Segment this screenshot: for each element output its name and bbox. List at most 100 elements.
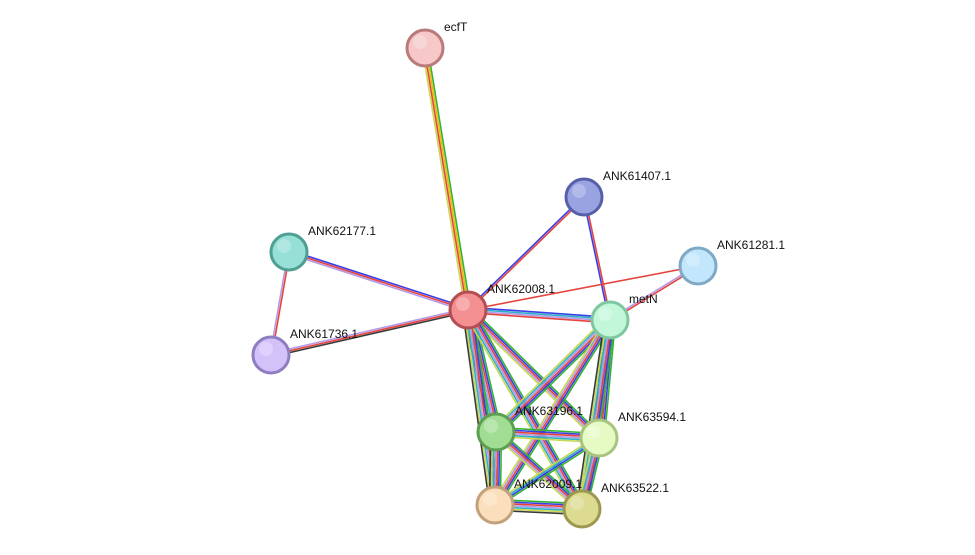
edge-evidence-line — [421, 48, 467, 311]
node-circle[interactable] — [579, 418, 619, 458]
node-label-ank63196-1: ANK63196.1 — [515, 404, 583, 418]
edge-evidence-line — [468, 306, 611, 319]
edge-evidence-line — [465, 310, 495, 506]
edge-evidence-line — [495, 320, 613, 507]
edge-ank62008-1-ank63594-1[interactable] — [464, 306, 603, 442]
node-circle[interactable] — [251, 335, 291, 375]
edge-evidence-line — [495, 438, 600, 507]
node-circle[interactable] — [564, 177, 604, 217]
node-label-metn: metN — [629, 292, 658, 306]
node-circle[interactable] — [269, 232, 309, 272]
edge-ank61736-1-ank62008-1[interactable] — [270, 307, 469, 358]
node-circle[interactable] — [448, 290, 488, 330]
node-circle[interactable] — [562, 489, 602, 529]
edge-evidence-line — [463, 310, 493, 506]
edge-evidence-line — [492, 316, 608, 430]
node-highlight — [483, 492, 497, 506]
node-highlight — [484, 419, 498, 433]
node-label-ank61407-1: ANK61407.1 — [603, 169, 671, 183]
edge-evidence-line — [288, 252, 468, 313]
node-ank63522-1[interactable] — [562, 489, 602, 529]
edge-evidence-line — [288, 251, 469, 311]
node-label-ank61281-1: ANK61281.1 — [717, 238, 785, 252]
edge-ank62177-1-ank62008-1[interactable] — [288, 249, 469, 313]
edge-ank63594-1-ank62009-1[interactable] — [493, 435, 601, 508]
edges-layer — [269, 47, 699, 516]
node-ank61281-1[interactable] — [678, 246, 718, 286]
node-highlight — [572, 184, 586, 198]
node-ank62008-1[interactable] — [448, 290, 488, 330]
edge-evidence-line — [584, 196, 612, 320]
edge-evidence-line — [425, 47, 470, 310]
edge-ecft-ank62008-1[interactable] — [421, 47, 472, 311]
edge-evidence-line — [271, 310, 469, 358]
edge-evidence-line — [493, 434, 581, 513]
edge-evidence-line — [494, 436, 599, 505]
edge-evidence-line — [466, 195, 584, 310]
edge-ank61281-1-ank62008-1[interactable] — [467, 265, 699, 311]
edge-evidence-line — [461, 310, 491, 506]
node-ank62009-1[interactable] — [475, 485, 515, 525]
node-highlight — [456, 297, 470, 311]
edge-evidence-line — [496, 439, 601, 508]
edge-evidence-line — [423, 48, 468, 311]
edge-evidence-line — [464, 310, 581, 511]
node-highlight — [587, 425, 601, 439]
edge-ank61407-1-metn[interactable] — [582, 196, 612, 321]
node-ank63196-1[interactable] — [476, 412, 516, 452]
edge-evidence-line — [497, 321, 614, 508]
node-highlight — [259, 342, 273, 356]
nodes-layer — [251, 28, 718, 529]
node-ank62177-1[interactable] — [269, 232, 309, 272]
node-highlight — [598, 307, 612, 321]
edge-evidence-line — [468, 197, 586, 312]
edge-evidence-line — [467, 310, 610, 322]
edge-evidence-line — [497, 428, 585, 507]
node-label-ank62177-1: ANK62177.1 — [308, 224, 376, 238]
edge-metn-ank62009-1[interactable] — [491, 317, 614, 508]
edge-evidence-line — [577, 319, 608, 509]
edge-evidence-line — [270, 309, 469, 356]
node-highlight — [686, 253, 700, 267]
node-ank63594-1[interactable] — [579, 418, 619, 458]
edge-evidence-line — [582, 197, 610, 321]
edge-evidence-line — [493, 317, 609, 431]
edge-evidence-line — [491, 317, 608, 504]
edge-evidence-line — [492, 318, 610, 505]
edge-evidence-line — [468, 308, 611, 320]
edge-evidence-line — [494, 319, 611, 506]
node-label-ank61736-1: ANK61736.1 — [290, 327, 358, 341]
edge-evidence-line — [289, 249, 469, 310]
node-label-ank63594-1: ANK63594.1 — [618, 410, 686, 424]
edge-evidence-line — [467, 309, 600, 439]
node-label-ank62009-1: ANK62009.1 — [514, 477, 582, 491]
edge-evidence-line — [467, 265, 699, 311]
edge-evidence-line — [468, 308, 601, 438]
edge-evidence-line — [270, 307, 468, 355]
node-label-ecft: ecfT — [444, 20, 468, 34]
node-circle[interactable] — [678, 246, 718, 286]
edge-evidence-line — [426, 47, 472, 310]
edge-evidence-line — [467, 311, 610, 324]
node-label-ank62008-1: ANK62008.1 — [487, 282, 555, 296]
edge-ank62008-1-metn[interactable] — [467, 306, 611, 324]
edge-evidence-line — [469, 306, 603, 436]
node-circle[interactable] — [405, 28, 445, 68]
node-ank61407-1[interactable] — [564, 177, 604, 217]
node-metn[interactable] — [590, 300, 630, 340]
edge-evidence-line — [575, 319, 606, 509]
node-circle[interactable] — [590, 300, 630, 340]
edge-evidence-line — [496, 320, 612, 434]
node-circle[interactable] — [475, 485, 515, 525]
node-highlight — [570, 496, 584, 510]
edge-evidence-line — [466, 310, 599, 440]
node-ecft[interactable] — [405, 28, 445, 68]
node-ank61736-1[interactable] — [251, 335, 291, 375]
node-circle[interactable] — [476, 412, 516, 452]
edge-evidence-line — [603, 320, 617, 439]
edge-ank61407-1-ank62008-1[interactable] — [466, 195, 586, 312]
edge-evidence-line — [471, 307, 587, 508]
node-label-ank63522-1: ANK63522.1 — [601, 481, 669, 495]
